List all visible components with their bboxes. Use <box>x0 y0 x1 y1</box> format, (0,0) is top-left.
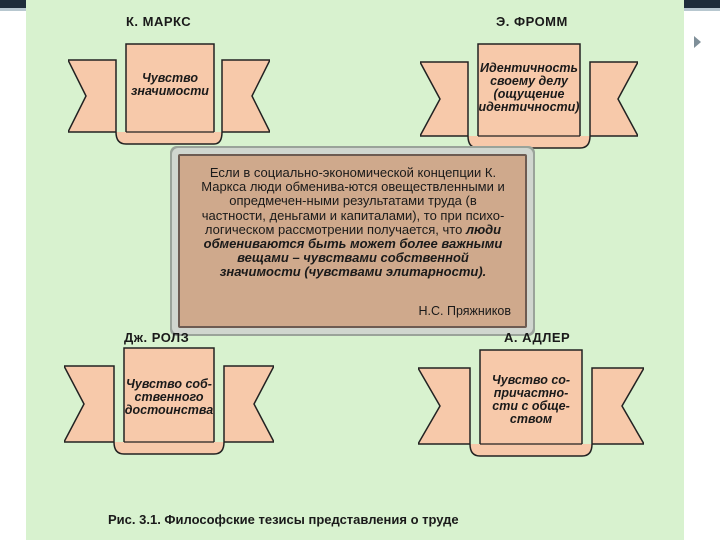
banner-fromm: Идентичность своему делу (ощущение идент… <box>420 40 638 154</box>
figure-panel: К. МАРКС Чувство значимости Э. ФРОММ Иде… <box>26 0 684 540</box>
scroll-banner-shape <box>420 43 638 149</box>
banner-adler-text: Чувство со- причастно- сти с обще- ством <box>491 373 571 426</box>
banner-marx-text: Чувство значимости <box>131 71 209 98</box>
slide-bullet-triangle <box>694 36 701 48</box>
banner-adler: Чувство со- причастно- сти с обще- ством <box>418 344 644 462</box>
banner-fromm-text: Идентичность своему делу (ощущение идент… <box>478 61 580 114</box>
scroll-banner-shape <box>64 347 274 455</box>
author-fromm: Э. ФРОММ <box>496 14 568 29</box>
quote-emphasis-text: люди обмениваются быть может более важны… <box>203 221 503 280</box>
author-adler: А. АДЛЕР <box>504 330 571 345</box>
banner-rawls-text: Чувство соб- ственного достоинства <box>124 377 214 417</box>
author-rawls: Дж. РОЛЗ <box>124 330 190 345</box>
banner-marx: Чувство значимости <box>68 40 270 150</box>
quote-plain-text: Если в социально-экономической концепции… <box>201 165 505 237</box>
scroll-banner-shape <box>68 43 270 145</box>
author-marx: К. МАРКС <box>126 14 192 29</box>
scroll-banner-shape <box>418 349 644 457</box>
figure-caption: Рис. 3.1. Философские тезисы представлен… <box>108 512 459 527</box>
quote-box: Если в социально-экономической концепции… <box>178 154 527 328</box>
banner-rawls: Чувство соб- ственного достоинства <box>64 342 274 460</box>
quote-text: Если в социально-экономической концепции… <box>198 165 508 280</box>
quote-author: Н.С. Пряжников <box>418 304 512 318</box>
